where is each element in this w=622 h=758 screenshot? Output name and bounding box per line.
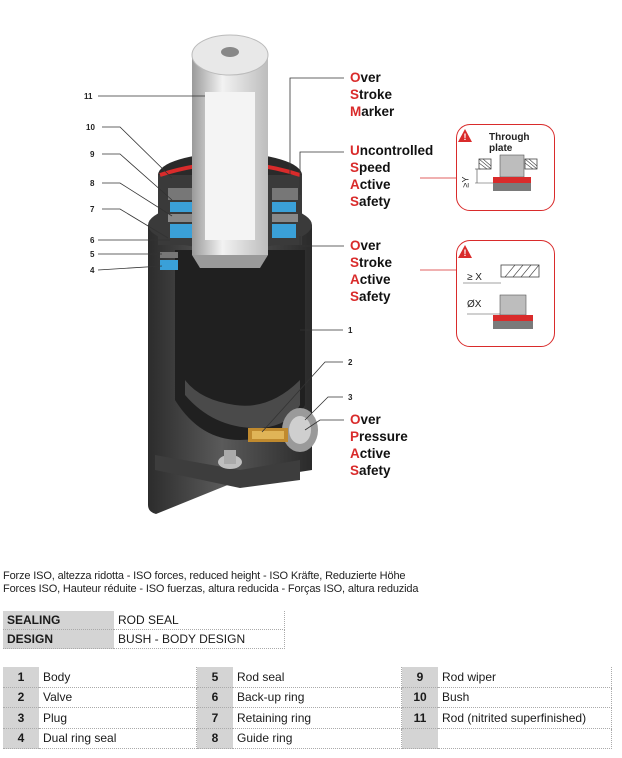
part-name-empty — [438, 728, 612, 749]
callout-7: 7 — [90, 205, 95, 214]
table-row: DESIGN BUSH - BODY DESIGN — [3, 629, 285, 649]
callout-8: 8 — [90, 179, 95, 188]
part-name: Retaining ring — [233, 707, 402, 729]
feature-line: afety — [359, 463, 391, 478]
leader-lines — [97, 77, 344, 433]
feature-line: ncontrolled — [359, 143, 434, 158]
feature-line: ressure — [359, 429, 408, 444]
callout-4: 4 — [90, 266, 95, 275]
svg-text:!: ! — [464, 132, 467, 142]
sealing-design-table: SEALING ROD SEAL DESIGN BUSH - BODY DESI… — [3, 611, 285, 649]
part-name: Back-up ring — [233, 687, 402, 708]
warning-icon — [458, 245, 472, 258]
piston-rod — [191, 34, 269, 268]
part-number: 1 — [3, 667, 39, 688]
part-number: 3 — [3, 707, 39, 729]
part-number: 8 — [196, 728, 233, 749]
callout-2: 2 — [348, 358, 353, 367]
callout-3: 3 — [348, 393, 353, 402]
part-name: Plug — [39, 707, 197, 729]
part-number: 6 — [196, 687, 233, 708]
detail-box-over-stroke: ! ≥ X ØX — [456, 240, 555, 347]
feature-line: troke — [359, 255, 393, 270]
feature-line: peed — [359, 160, 391, 175]
dim-y-label: ≥Y — [460, 176, 471, 188]
gas-spring-cutaway-diagram: 11 10 9 8 7 6 5 4 1 2 3 — [84, 34, 456, 514]
callout-10: 10 — [86, 123, 95, 132]
feature-line: afety — [359, 194, 391, 209]
part-name: Guide ring — [233, 728, 402, 749]
part-name: Rod seal — [233, 667, 402, 688]
callout-5: 5 — [90, 250, 95, 259]
part-number: 4 — [3, 728, 39, 749]
feature-line: ver — [360, 412, 381, 427]
detail-box-through-plate: ! Through plate ≥Y — [456, 124, 555, 211]
feature-over-stroke-marker: Over Stroke Marker — [350, 70, 395, 119]
design-value: BUSH - BODY DESIGN — [114, 629, 285, 649]
callout-9: 9 — [90, 150, 95, 159]
feature-line: afety — [359, 289, 391, 304]
feature-line: ctive — [359, 272, 391, 287]
table-row: SEALING ROD SEAL — [3, 611, 285, 630]
svg-text:!: ! — [464, 248, 467, 258]
callout-6: 6 — [90, 236, 95, 245]
part-name: Dual ring seal — [39, 728, 197, 749]
through-plate-illustration: ! — [458, 129, 538, 191]
sealing-value: ROD SEAL — [114, 611, 285, 630]
caption-line-1: Forze ISO, altezza ridotta - ISO forces,… — [3, 570, 406, 582]
feature-line: ver — [360, 238, 381, 253]
feature-uncontrolled-speed-active-safety: Uncontrolled Speed Active Safety — [350, 143, 434, 209]
part-name: Bush — [438, 687, 612, 708]
part-number: 2 — [3, 687, 39, 708]
feature-line: troke — [359, 87, 393, 102]
table-row: 2 Valve 6 Back-up ring 10 Bush — [3, 687, 612, 708]
table-row: 4 Dual ring seal 8 Guide ring — [3, 728, 612, 749]
part-name: Rod (nitrited superfinished) — [438, 707, 612, 729]
part-name: Valve — [39, 687, 197, 708]
through-plate-label: Through plate — [489, 132, 530, 154]
sealing-key: SEALING — [3, 611, 114, 630]
part-number: 11 — [401, 707, 438, 729]
parts-table: 1 Body 5 Rod seal 9 Rod wiper 2 Valve 6 … — [3, 667, 612, 749]
over-stroke-illustration: ! — [458, 245, 540, 329]
part-name: Body — [39, 667, 197, 688]
feature-line: ctive — [359, 446, 391, 461]
table-row: 3 Plug 7 Retaining ring 11 Rod (nitrited… — [3, 707, 612, 729]
table-row: 1 Body 5 Rod seal 9 Rod wiper — [3, 667, 612, 688]
part-number-empty — [401, 728, 438, 749]
feature-over-pressure-active-safety: Over Pressure Active Safety — [350, 412, 408, 478]
callout-1: 1 — [348, 326, 353, 335]
part-number: 9 — [401, 667, 438, 688]
part-number: 7 — [196, 707, 233, 729]
part-name: Rod wiper — [438, 667, 612, 688]
dia-x-label: ØX — [467, 299, 482, 310]
feature-line: arker — [361, 104, 395, 119]
caption-line-2: Forces ISO, Hauteur réduite - ISO fuerza… — [3, 583, 419, 595]
design-key: DESIGN — [3, 629, 114, 649]
dim-x-label: ≥ X — [467, 272, 482, 283]
warning-icon — [458, 129, 472, 142]
feature-line: ctive — [359, 177, 391, 192]
feature-over-stroke-active-safety: Over Stroke Active Safety — [350, 238, 393, 304]
valve-and-plug — [218, 408, 318, 469]
callout-11: 11 — [84, 92, 93, 101]
part-number: 10 — [401, 687, 438, 708]
part-number: 5 — [196, 667, 233, 688]
feature-line: ver — [360, 70, 381, 85]
